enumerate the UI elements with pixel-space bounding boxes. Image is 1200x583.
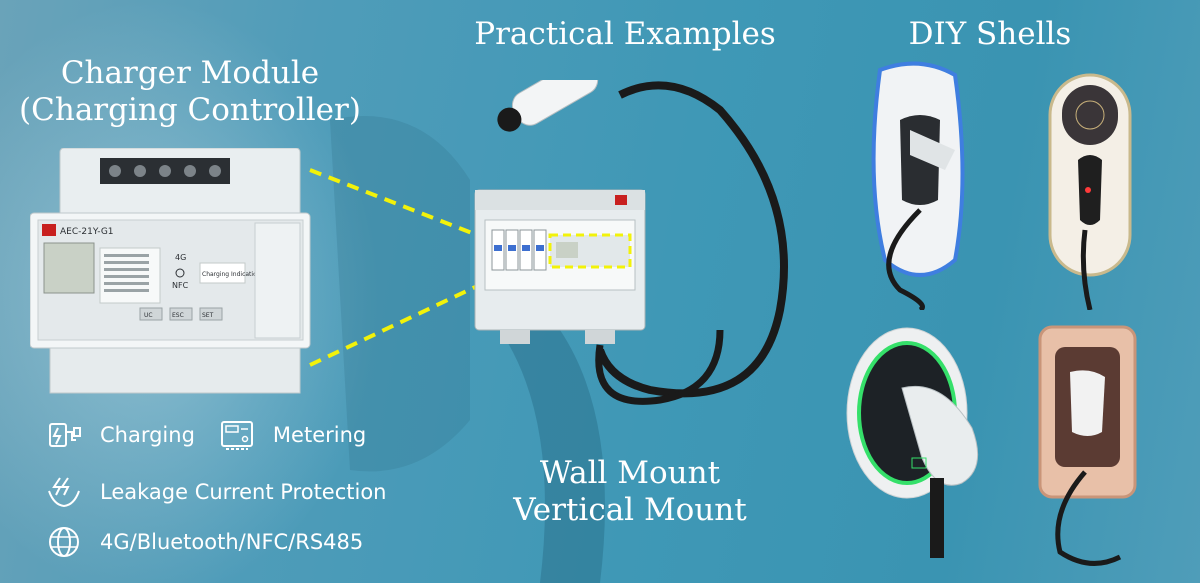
diy-shells-title: DIY Shells	[908, 16, 1072, 52]
button-set: SET	[202, 312, 214, 319]
diy-shell-3-image	[846, 327, 979, 558]
button-esc: ESC	[172, 312, 184, 319]
diy-shell-4-image	[1038, 325, 1137, 566]
charging-indication-label: Charging Indication	[202, 271, 261, 278]
device-nfc-label: NFC	[172, 281, 189, 290]
feature-row-charging-metering: Charging Metering	[46, 418, 366, 452]
practical-examples-title: Practical Examples	[474, 16, 776, 52]
leakage-icon	[46, 475, 82, 509]
device-model-label: AEC-21Y-G1	[60, 227, 114, 237]
diy-shell-2-image	[1048, 73, 1132, 310]
mount-title: Wall Mount Vertical Mount	[490, 455, 770, 529]
device-4g-label: 4G	[175, 253, 186, 262]
module-title: Charger Module (Charging Controller)	[0, 55, 380, 129]
feature-metering-label: Metering	[272, 423, 367, 447]
module-title-line2: (Charging Controller)	[19, 92, 361, 129]
metering-icon	[219, 418, 255, 452]
mount-title-line2: Vertical Mount	[513, 492, 747, 529]
zoom-connector-lines	[309, 168, 491, 367]
feature-row-comms: 4G/Bluetooth/NFC/RS485	[46, 525, 363, 559]
practical-example-image	[474, 80, 788, 405]
charger-module-image: AEC-21Y-G1 4G NFC Charging Indication UC…	[30, 148, 311, 394]
button-uc: UC	[144, 312, 153, 319]
mount-title-line1: Wall Mount	[539, 455, 721, 491]
module-title-line1: Charger Module	[60, 55, 320, 91]
feature-charging-label: Charging	[100, 423, 195, 447]
charging-icon	[46, 418, 82, 452]
globe-icon	[46, 525, 82, 559]
feature-leakage-label: Leakage Current Protection	[100, 480, 387, 504]
feature-comms-label: 4G/Bluetooth/NFC/RS485	[100, 530, 364, 554]
feature-row-leakage: Leakage Current Protection	[46, 475, 387, 509]
diy-shell-1-image	[871, 61, 965, 310]
